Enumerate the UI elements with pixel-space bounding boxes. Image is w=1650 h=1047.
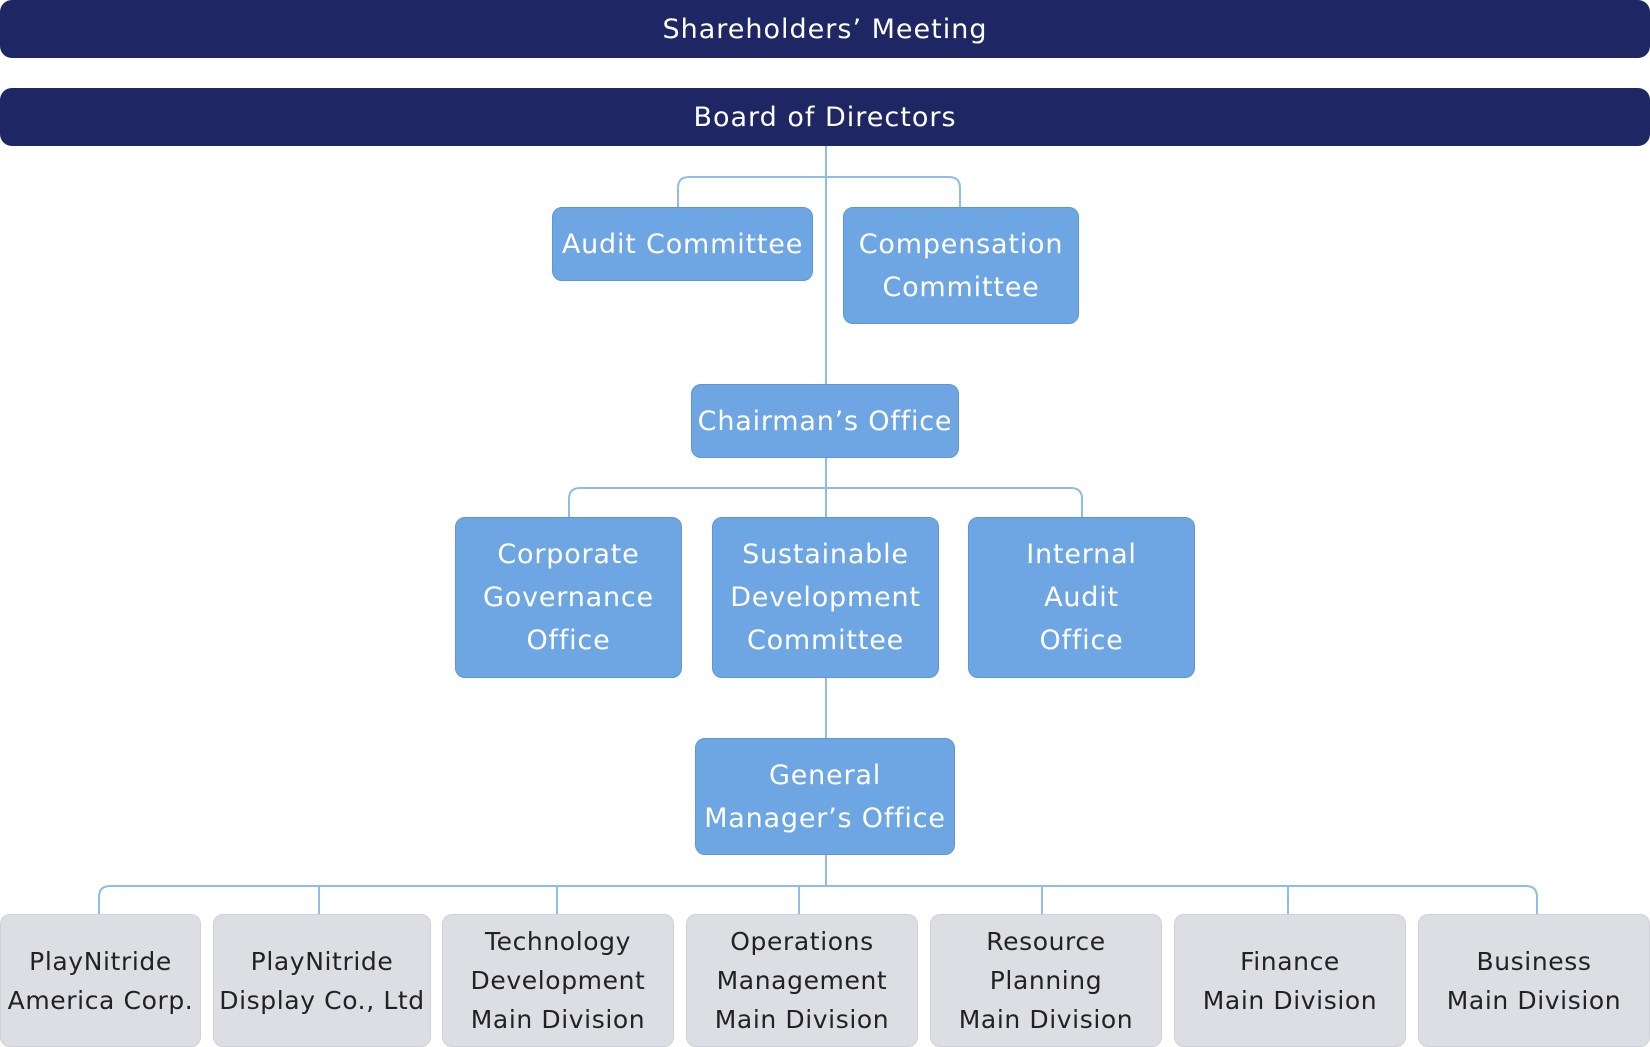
general-managers-office-box: General Manager’s Office <box>695 738 955 855</box>
division-box-playnitride-america: PlayNitride America Corp. <box>0 914 201 1047</box>
board-of-directors-bar: Board of Directors <box>0 88 1650 146</box>
shareholders-meeting-bar: Shareholders’ Meeting <box>0 0 1650 58</box>
division-box-playnitride-display: PlayNitride Display Co., Ltd <box>213 914 431 1047</box>
division-box-finance: Finance Main Division <box>1174 914 1406 1047</box>
offices-bracket <box>568 487 1083 517</box>
division-box-resource-planning: Resource Planning Main Division <box>930 914 1162 1047</box>
corporate-governance-office-box: Corporate Governance Office <box>455 517 682 678</box>
internal-audit-office-box: Internal Audit Office <box>968 517 1195 678</box>
sustainable-development-committee-box: Sustainable Development Committee <box>712 517 939 678</box>
division-box-technology-development: Technology Development Main Division <box>442 914 674 1047</box>
committee-bracket <box>677 176 961 207</box>
chairmans-office-box: Chairman’s Office <box>691 384 959 458</box>
division-box-operations-management: Operations Management Main Division <box>686 914 918 1047</box>
divisions-bracket <box>98 885 1538 914</box>
audit-committee-box: Audit Committee <box>552 207 813 281</box>
compensation-committee-box: Compensation Committee <box>843 207 1079 324</box>
division-box-business: Business Main Division <box>1418 914 1650 1047</box>
